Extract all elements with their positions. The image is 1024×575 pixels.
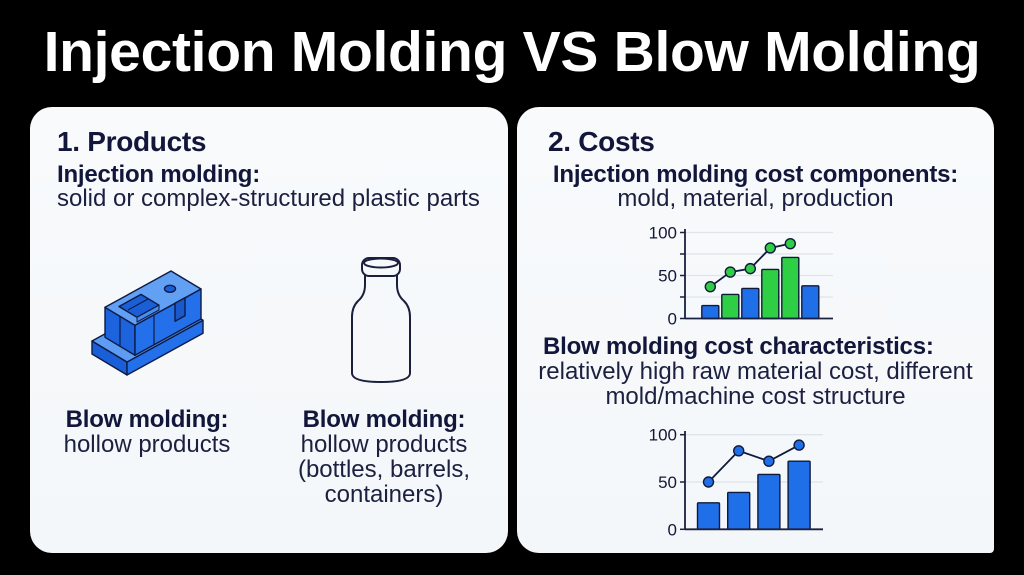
y-tick-label: 0 bbox=[668, 310, 677, 326]
bar bbox=[701, 304, 720, 320]
bar bbox=[801, 285, 820, 320]
blow-molding-left-label: Blow molding: bbox=[65, 406, 229, 433]
blow-cost-chart: 0 50 100 bbox=[649, 426, 823, 539]
y-tick-label: 50 bbox=[658, 473, 677, 492]
costs-heading: 2. Costs bbox=[548, 126, 655, 157]
bar bbox=[741, 287, 760, 320]
y-tick-label: 100 bbox=[649, 426, 677, 445]
blow-cost-label: Blow molding cost characteristics: bbox=[543, 333, 934, 360]
injection-molding-description: solid or complex-structured plastic part… bbox=[57, 185, 480, 212]
y-tick-label: 0 bbox=[668, 520, 677, 539]
y-tick-label: 50 bbox=[658, 267, 677, 286]
blow-molding-left-block: Blow molding: hollow products bbox=[47, 407, 247, 457]
page-title: Injection Molding VS Blow Molding bbox=[43, 20, 981, 84]
trend-point bbox=[733, 445, 745, 457]
bar bbox=[727, 491, 751, 531]
blow-molding-right-label: Blow molding: bbox=[302, 406, 466, 433]
injection-cost-chart: 0 50 100 bbox=[649, 224, 833, 326]
injection-cost-description: mold, material, production bbox=[617, 185, 894, 212]
bar bbox=[761, 268, 780, 320]
trend-point bbox=[764, 242, 776, 254]
blow-molding-right-line: hollow products bbox=[300, 431, 468, 458]
trend-point bbox=[793, 439, 805, 451]
bar bbox=[721, 293, 740, 320]
bar bbox=[781, 256, 800, 320]
trend-line bbox=[707, 444, 800, 483]
trend-point bbox=[724, 266, 736, 278]
blow-cost-description-line: relatively high raw material cost, diffe… bbox=[538, 358, 973, 385]
y-tick-label: 100 bbox=[649, 224, 677, 243]
injection-molding-label: Injection molding: bbox=[57, 161, 261, 188]
bar bbox=[787, 460, 811, 530]
blow-molding-left-line: hollow products bbox=[63, 431, 231, 458]
injection-cost-label: Injection molding cost components: bbox=[552, 161, 959, 188]
trend-point bbox=[744, 262, 756, 275]
bottle-icon bbox=[351, 257, 411, 383]
bar bbox=[696, 502, 721, 531]
blow-molding-right-block: Blow molding: hollow products (bottles, … bbox=[284, 407, 484, 507]
products-heading: 1. Products bbox=[57, 126, 207, 157]
trend-point bbox=[784, 237, 796, 250]
blow-molding-right-line: (bottles, barrels, bbox=[297, 456, 471, 483]
costs-card: 2. Costs Injection molding cost componen… bbox=[517, 107, 994, 553]
trend-point bbox=[704, 280, 716, 293]
machined-block-icon bbox=[91, 270, 204, 376]
products-card: 1. Products Injection molding: solid or … bbox=[30, 107, 508, 553]
trend-point bbox=[763, 455, 775, 467]
trend-point bbox=[702, 476, 715, 488]
blow-cost-description-line: mold/machine cost structure bbox=[605, 383, 906, 410]
blow-molding-right-line: containers) bbox=[324, 481, 444, 508]
bar bbox=[757, 473, 781, 531]
